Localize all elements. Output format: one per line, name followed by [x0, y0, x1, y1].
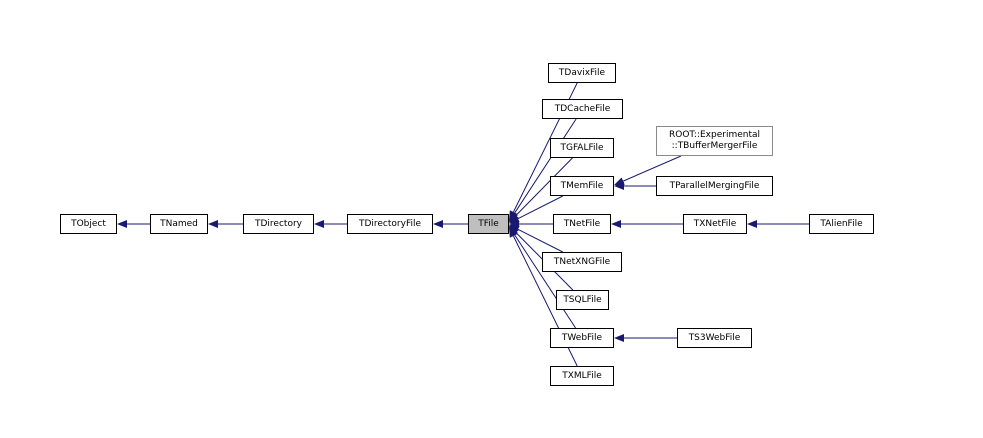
- node-tbuffermergerfile[interactable]: ROOT::Experimental::TBufferMergerFile: [656, 126, 773, 156]
- edge-twebfile-to-tfile: [514, 234, 577, 329]
- arrowhead-txnetfile: [747, 220, 757, 228]
- arrowhead-tfile: [509, 212, 519, 223]
- edge-tdcachefile-to-tfile: [514, 118, 577, 214]
- node-tdirectory[interactable]: TDirectory: [243, 214, 314, 234]
- node-twebfile[interactable]: TWebFile: [550, 328, 614, 348]
- edge-tbuffermergerfile-to-tmemfile: [622, 155, 682, 182]
- node-tobject[interactable]: TObject: [60, 214, 117, 234]
- arrowhead-tfile: [509, 227, 517, 238]
- node-tmemfile[interactable]: TMemFile: [550, 176, 614, 196]
- node-tgfalfile[interactable]: TGFALFile: [550, 138, 614, 158]
- node-tdcachefile[interactable]: TDCacheFile: [542, 99, 623, 119]
- node-tdavixfile[interactable]: TDavixFile: [548, 63, 616, 83]
- node-tnamed[interactable]: TNamed: [150, 214, 208, 234]
- arrowhead-tobject: [117, 220, 127, 228]
- node-ts3webfile[interactable]: TS3WebFile: [677, 328, 752, 348]
- arrowhead-tnetfile: [611, 220, 621, 228]
- edge-tmemfile-to-tfile: [517, 195, 564, 220]
- edge-tgfalfile-to-tfile: [515, 157, 573, 216]
- node-txnetfile[interactable]: TXNetFile: [683, 214, 747, 234]
- arrowhead-twebfile: [614, 334, 624, 342]
- arrowhead-tdirectoryfile: [433, 220, 443, 228]
- arrowhead-tmemfile: [614, 182, 624, 190]
- node-tdirectoryfile[interactable]: TDirectoryFile: [347, 214, 433, 234]
- arrowhead-tnamed: [208, 220, 218, 228]
- edge-tnetxngfile-to-tfile: [517, 228, 564, 253]
- node-tnetfile[interactable]: TNetFile: [553, 214, 611, 234]
- node-tfile: TFile: [468, 214, 509, 234]
- node-tnetxngfile[interactable]: TNetXNGFile: [542, 252, 622, 272]
- node-talienfile[interactable]: TAlienFile: [809, 214, 874, 234]
- node-tparallelmergingfile[interactable]: TParallelMergingFile: [656, 176, 773, 196]
- arrowhead-tdirectory: [314, 220, 324, 228]
- node-txmlfile[interactable]: TXMLFile: [550, 366, 614, 386]
- node-tsqlfile[interactable]: TSQLFile: [556, 290, 609, 310]
